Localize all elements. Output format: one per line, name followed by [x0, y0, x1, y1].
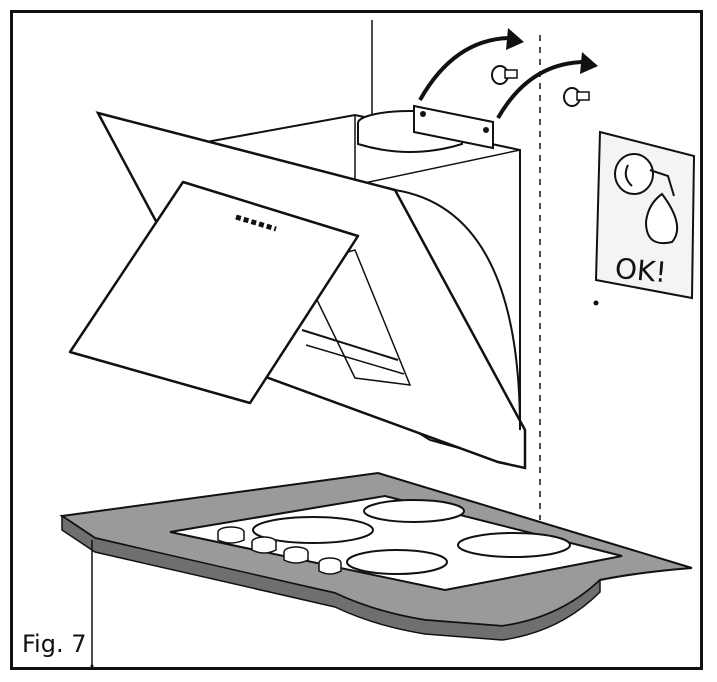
screw-2 — [563, 87, 590, 107]
control-buttons — [235, 214, 277, 232]
worktop-front-edge — [61, 514, 601, 641]
arrow-curve-right — [496, 60, 587, 119]
hob-zone-3 — [346, 549, 448, 575]
knob-3 — [283, 546, 309, 564]
knob-4 — [318, 557, 342, 575]
filter-slot-2 — [305, 344, 405, 375]
wall-dot — [593, 300, 599, 306]
glass-panel-curve — [394, 189, 521, 431]
ok-inset: OK! — [594, 130, 696, 300]
hob-zone-2 — [363, 499, 465, 523]
arrow-head-left — [506, 28, 524, 50]
figure-label: Fig. 7 — [22, 630, 87, 658]
bracket-hole-left — [420, 111, 426, 117]
arrow-curve-left — [418, 36, 513, 101]
screw-1 — [491, 65, 518, 85]
hood-inner-edge — [354, 149, 521, 186]
control-flap — [68, 180, 360, 405]
filter-slot-1 — [301, 329, 399, 361]
mounting-bracket — [413, 104, 494, 150]
knob-2 — [251, 536, 277, 554]
ok-text: OK! — [614, 252, 668, 289]
hob-zone-1 — [252, 516, 374, 544]
bracket-hole-right — [483, 127, 489, 133]
hob-zone-4 — [457, 532, 571, 558]
arrow-head-right — [580, 52, 598, 74]
knob-1 — [217, 526, 245, 544]
small-dot — [90, 664, 94, 668]
